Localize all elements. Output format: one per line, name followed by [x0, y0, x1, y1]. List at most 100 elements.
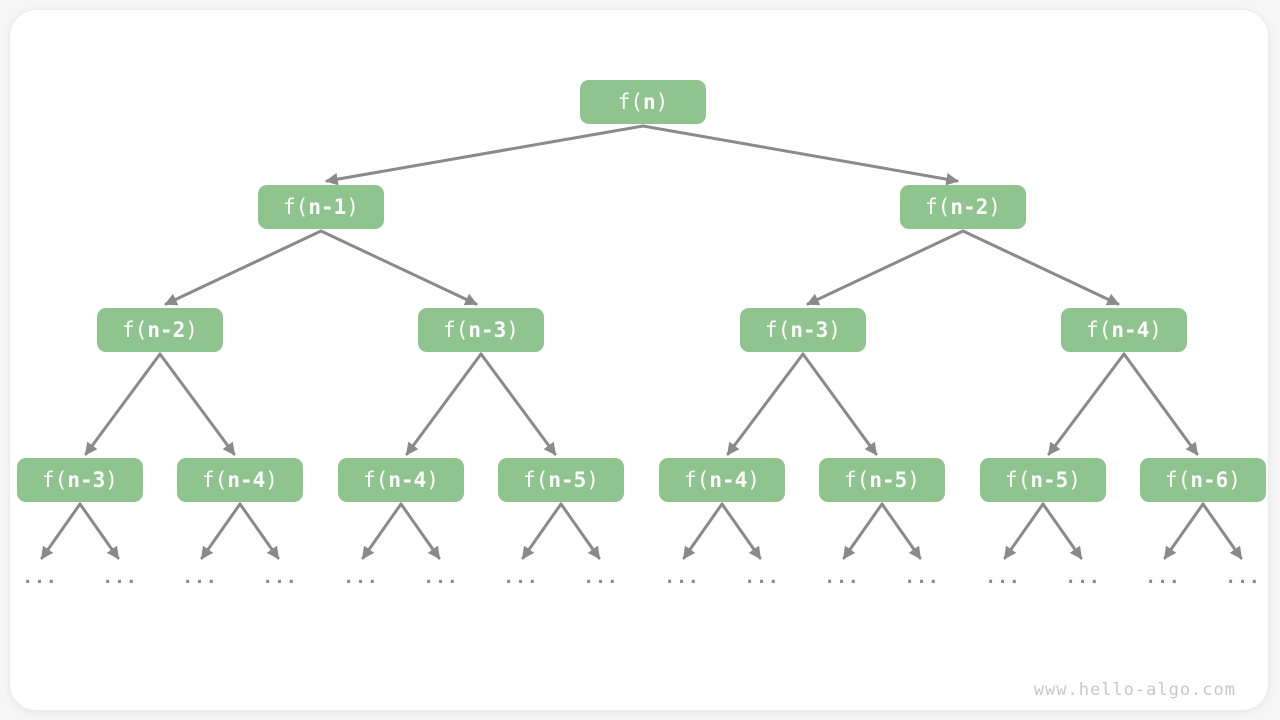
- tree-edge: [806, 229, 965, 306]
- tree-edge: [40, 502, 82, 560]
- node-label-prefix: f(: [122, 318, 148, 342]
- node-label-prefix: f(: [925, 195, 951, 219]
- tree-node-l4-7: f(n-6): [1140, 458, 1266, 502]
- node-label-arg: n-4: [709, 468, 748, 492]
- tree-edge: [479, 352, 557, 456]
- tree-edge: [200, 502, 242, 560]
- node-label-arg: n-2: [147, 318, 186, 342]
- tree-edge: [319, 229, 478, 306]
- ellipsis: ...: [583, 567, 619, 588]
- node-label-suffix: ): [1068, 468, 1081, 492]
- tree-edge: [84, 352, 162, 456]
- node-label-prefix: f(: [844, 468, 870, 492]
- tree-edge: [880, 502, 922, 560]
- node-label-prefix: f(: [1086, 318, 1112, 342]
- tree-node-root: f(n): [580, 80, 706, 124]
- tree-node-l4-0: f(n-3): [17, 458, 143, 502]
- node-label-suffix: ): [506, 318, 519, 342]
- ellipsis: ...: [664, 567, 700, 588]
- ellipsis: ...: [904, 567, 940, 588]
- tree-edge: [559, 502, 601, 560]
- tree-edge: [405, 352, 483, 456]
- tree-edge: [325, 124, 645, 186]
- ellipsis: ...: [824, 567, 860, 588]
- tree-node-l4-3: f(n-5): [498, 458, 624, 502]
- node-label-arg: n-4: [388, 468, 427, 492]
- ellipsis: ...: [343, 567, 379, 588]
- tree-edge: [238, 502, 280, 560]
- node-label-arg: n-2: [950, 195, 989, 219]
- node-label-prefix: f(: [617, 90, 643, 114]
- node-label-arg: n-5: [1030, 468, 1069, 492]
- node-label-suffix: ): [1149, 318, 1162, 342]
- tree-node-l3-1: f(n-3): [418, 308, 544, 352]
- tree-edge: [1047, 352, 1126, 456]
- tree-edge: [726, 352, 805, 456]
- node-label-suffix: ): [747, 468, 760, 492]
- node-label-prefix: f(: [202, 468, 228, 492]
- node-label-suffix: ): [346, 195, 359, 219]
- ellipsis: ...: [1225, 567, 1261, 588]
- tree-node-l4-6: f(n-5): [980, 458, 1106, 502]
- node-label-arg: n-3: [67, 468, 106, 492]
- node-label-prefix: f(: [523, 468, 549, 492]
- node-label-prefix: f(: [765, 318, 791, 342]
- tree-node-l2-1: f(n-2): [900, 185, 1026, 229]
- node-label-arg: n-4: [1111, 318, 1150, 342]
- node-label-prefix: f(: [684, 468, 710, 492]
- tree-edge: [1122, 352, 1199, 456]
- tree-node-l4-2: f(n-4): [338, 458, 464, 502]
- tree-node-l4-5: f(n-5): [819, 458, 945, 502]
- tree-node-l2-0: f(n-1): [258, 185, 384, 229]
- ellipsis: ...: [1145, 567, 1181, 588]
- tree-edge: [361, 502, 403, 560]
- tree-edge: [78, 502, 120, 560]
- tree-edge: [164, 229, 323, 306]
- tree-edge: [1163, 502, 1205, 560]
- tree-node-l3-0: f(n-2): [97, 308, 223, 352]
- node-label-suffix: ): [828, 318, 841, 342]
- node-label-arg: n-6: [1190, 468, 1229, 492]
- tree-edge: [961, 229, 1120, 306]
- tree-edge: [1201, 502, 1243, 560]
- node-label-prefix: f(: [1165, 468, 1191, 492]
- ellipsis: ...: [503, 567, 539, 588]
- tree-edge: [1041, 502, 1083, 560]
- node-label-prefix: f(: [363, 468, 389, 492]
- tree-edge: [682, 502, 724, 560]
- node-label-suffix: ): [105, 468, 118, 492]
- node-label-arg: n-3: [468, 318, 507, 342]
- node-label-arg: n-5: [869, 468, 908, 492]
- tree-node-l3-3: f(n-4): [1061, 308, 1187, 352]
- ellipsis: ...: [744, 567, 780, 588]
- ellipsis: ...: [1065, 567, 1101, 588]
- node-label-arg: n-5: [548, 468, 587, 492]
- tree-node-l4-4: f(n-4): [659, 458, 785, 502]
- tree-edge: [641, 124, 959, 186]
- watermark: www.hello-algo.com: [1033, 680, 1236, 700]
- tree-edge: [720, 502, 762, 560]
- node-label-suffix: ): [988, 195, 1001, 219]
- node-label-suffix: ): [586, 468, 599, 492]
- node-label-prefix: f(: [1005, 468, 1031, 492]
- ellipsis: ...: [423, 567, 459, 588]
- node-label-arg: n-3: [790, 318, 829, 342]
- node-label-prefix: f(: [42, 468, 68, 492]
- node-label-arg: n-4: [227, 468, 266, 492]
- ellipsis: ...: [182, 567, 218, 588]
- node-label-suffix: ): [265, 468, 278, 492]
- tree-edge: [842, 502, 884, 560]
- node-label-suffix: ): [185, 318, 198, 342]
- node-label-prefix: f(: [283, 195, 309, 219]
- tree-edge: [521, 502, 563, 560]
- ellipsis: ...: [102, 567, 138, 588]
- node-label-suffix: ): [655, 90, 669, 114]
- node-label-suffix: ): [1228, 468, 1241, 492]
- tree-edge: [399, 502, 441, 560]
- node-label-arg: n-1: [308, 195, 347, 219]
- tree-edge: [158, 352, 236, 456]
- tree-edge: [1003, 502, 1045, 560]
- ellipsis: ...: [22, 567, 58, 588]
